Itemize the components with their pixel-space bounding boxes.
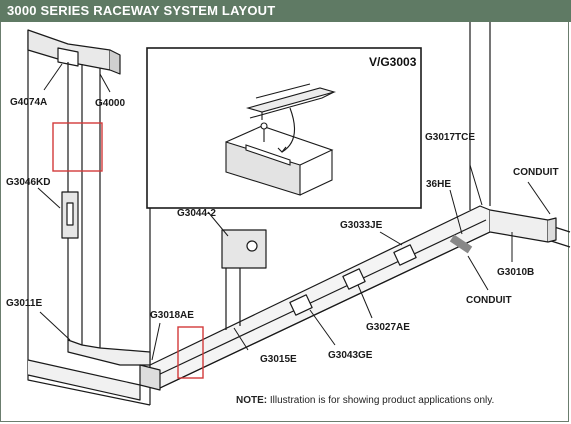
diagram-title: 3000 SERIES RACEWAY SYSTEM LAYOUT [0, 0, 571, 22]
label-g3046kd: G3046KD [6, 177, 50, 188]
corner-g3018ae [139, 364, 161, 391]
label-conduit-bottom: CONDUIT [466, 295, 512, 306]
highlight-box-1 [52, 122, 103, 172]
label-g3011e: G3011E [6, 298, 42, 309]
receptacle-g3033je [393, 244, 417, 266]
receptacle-g3027ae [342, 268, 366, 290]
label-g3017tce: G3017TCE [425, 132, 475, 143]
raceway-g3010b [489, 209, 549, 243]
conduit-fitting [449, 234, 473, 254]
label-conduit-top: CONDUIT [513, 167, 559, 178]
label-g3033je: G3033JE [340, 220, 383, 231]
label-g3044: G3044-2 [177, 208, 216, 219]
highlight-box-2 [177, 326, 204, 379]
receptacle-1 [246, 240, 258, 252]
label-g3027ae: G3027AE [366, 322, 410, 333]
end-cap-g3017tce [547, 217, 557, 243]
elbow-g3011e [67, 339, 151, 366]
label-g3036he: 36HE [426, 179, 451, 190]
footnote: NOTE: Illustration is for showing produc… [236, 395, 494, 406]
baseboard-lines [157, 219, 491, 389]
label-g3043ge: G3043GE [328, 350, 373, 361]
left-wall-edge [27, 30, 151, 406]
label-g3015e: G3015E [260, 354, 297, 365]
label-g4074a: G4074A [10, 97, 47, 108]
device-switch [66, 202, 74, 226]
inset-detail: V/G3003 [146, 47, 422, 209]
coupler-g4074a [57, 47, 79, 67]
note-prefix: NOTE: [236, 395, 268, 406]
baseboard-g3015e [149, 205, 491, 389]
top-raceway-end [109, 49, 121, 75]
inset-label: V/G3003 [369, 55, 417, 69]
label-g3018ae: G3018AE [150, 310, 194, 321]
receptacle-g3043ge [289, 294, 313, 316]
note-text: Illustration is for showing product appl… [267, 395, 495, 406]
box-g3044 [221, 229, 267, 269]
label-g3010b: G3010B [497, 267, 534, 278]
label-g4000: G4000 [95, 98, 125, 109]
baseboard-left [27, 359, 141, 401]
